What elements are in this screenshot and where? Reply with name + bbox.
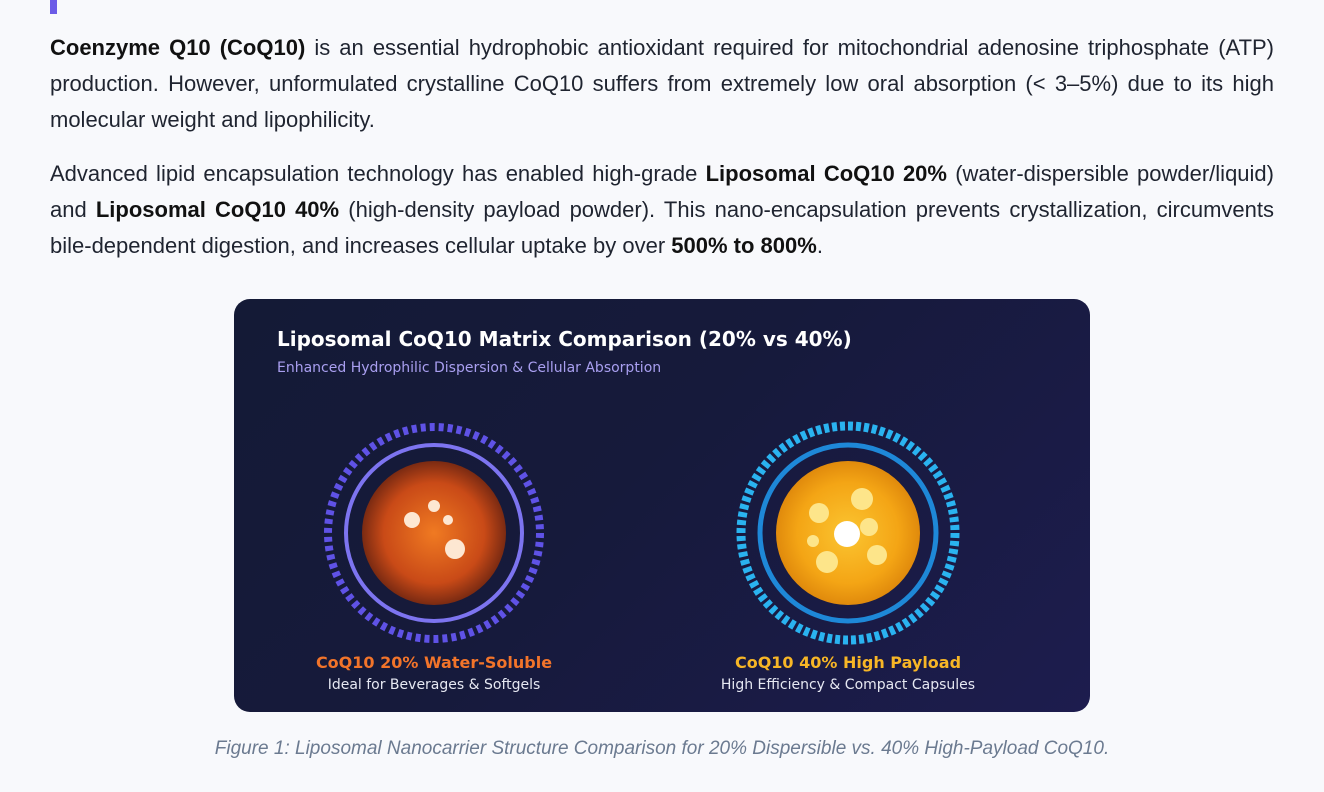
figure-title: Liposomal CoQ10 Matrix Comparison (20% v… xyxy=(277,327,852,351)
intro-paragraph-1: Coenzyme Q10 (CoQ10) is an essential hyd… xyxy=(50,30,1274,138)
liposome-illustration xyxy=(324,421,960,645)
sublabel-coq10-40: High Efficiency & Compact Capsules xyxy=(720,677,976,693)
label-coq10-20: CoQ10 20% Water-Soluble xyxy=(315,653,553,672)
intro-paragraph-1-text: is an essential hydrophobic antioxidant … xyxy=(50,35,1275,132)
liposome-20-icon xyxy=(324,423,544,643)
p2-bold-liposomal-40: Liposomal CoQ10 40% xyxy=(95,197,340,222)
p2-text-4: . xyxy=(816,233,823,258)
label-coq10-40: CoQ10 40% High Payload xyxy=(734,653,962,672)
figure-subtitle: Enhanced Hydrophilic Dispersion & Cellul… xyxy=(277,360,662,376)
p2-bold-liposomal-20: Liposomal CoQ10 20% xyxy=(705,161,947,186)
coq10-term: Coenzyme Q10 (CoQ10) xyxy=(50,35,306,60)
p2-text-2: (water-dispersible powder/liquid) and xyxy=(50,161,1274,222)
liposome-comparison-figure: Liposomal CoQ10 Matrix Comparison (20% v… xyxy=(234,299,1090,712)
p2-text-3: (high-density payload powder). This nano… xyxy=(50,197,1274,258)
liposome-40-icon xyxy=(736,421,960,645)
sublabel-coq10-20: Ideal for Beverages & Softgels xyxy=(327,677,541,693)
p2-bold-uptake: 500% to 800% xyxy=(671,233,817,258)
section-accent-bar xyxy=(50,0,57,14)
p2-text-1: Advanced lipid encapsulation technology … xyxy=(50,161,706,186)
intro-paragraph-2: Advanced lipid encapsulation technology … xyxy=(50,156,1274,264)
figure-caption: Figure 1: Liposomal Nanocarrier Structur… xyxy=(214,738,1110,759)
